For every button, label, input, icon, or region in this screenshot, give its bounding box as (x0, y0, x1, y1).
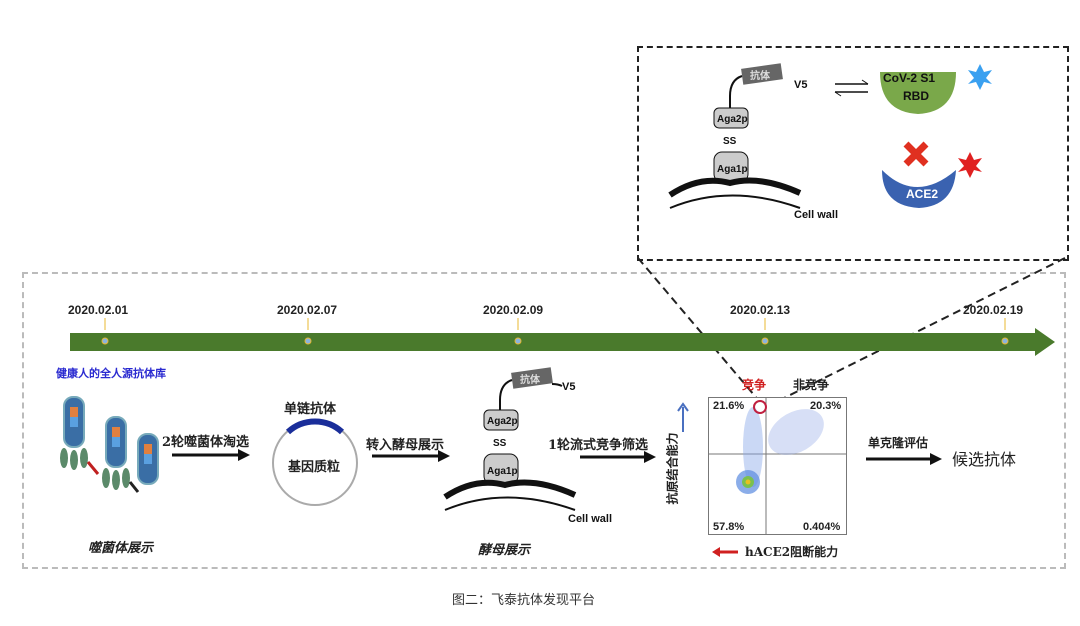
inset-diagram: 抗体 V5 Aga2p SS Aga1p Cell wall CoV-2 S1 … (668, 63, 992, 221)
ss-text: SS (493, 438, 507, 449)
plasmid-label: 基因质粒 (288, 460, 341, 475)
phage-icon (60, 396, 159, 493)
yeast-display-label: 酵母展示 (478, 543, 531, 558)
candidates-label: 候选抗体 (952, 450, 1017, 469)
aga2p-text: Aga2p (717, 114, 748, 125)
quadrant-ll: 57.8% (713, 521, 745, 533)
facs-plot (708, 397, 847, 535)
to-yeast-label: 转入酵母展示 (366, 438, 445, 453)
noncompetitive-label: 非竞争 (793, 378, 830, 392)
date-label: 2020.02.09 (483, 303, 544, 317)
inset-frame (637, 46, 1069, 261)
rbd-text: CoV-2 S1 (883, 71, 935, 85)
yeast-display-diagram: 抗体 V5 Aga2p SS Aga1p Cell wall (443, 367, 612, 525)
process-arrow (372, 450, 450, 462)
facs-screen-label: 1轮流式竞争筛选 (548, 438, 649, 453)
aga1p-text: Aga1p (487, 466, 518, 477)
timeline-markers (101, 318, 1009, 345)
date-label: 2020.02.07 (277, 303, 338, 317)
v5-tag-text: V5 (794, 79, 807, 91)
aga1p-text: Aga1p (717, 164, 748, 175)
v5-tag-text: V5 (562, 381, 575, 393)
date-label: 2020.02.19 (963, 303, 1024, 317)
left-arrow-icon (712, 547, 738, 557)
cell-wall-text: Cell wall (794, 209, 838, 221)
scfv-label: 单链抗体 (284, 402, 337, 417)
phage-display-label: 噬菌体展示 (88, 541, 154, 556)
quadrant-ur: 20.3% (810, 400, 842, 412)
date-label: 2020.02.13 (730, 303, 791, 317)
date-label: 2020.02.01 (68, 303, 129, 317)
mono-eval-label: 单克隆评估 (868, 436, 929, 450)
y-axis-label: 抗原结合能力 (665, 432, 680, 505)
process-arrow (580, 451, 656, 463)
aga2p-text: Aga2p (487, 416, 518, 427)
phage-panning-label: 2轮噬菌体淘选 (162, 435, 250, 450)
cell-wall-text: Cell wall (568, 513, 612, 525)
x-axis-label: hACE2阻断能力 (745, 545, 839, 559)
timeline-arrow (70, 328, 1055, 356)
ss-text: SS (723, 136, 737, 147)
competitive-label: 竞争 (742, 378, 767, 392)
plasmid-icon (272, 418, 358, 506)
process-arrow (866, 453, 942, 465)
main-panel-frame (22, 272, 1066, 569)
rbd-text-2: RBD (903, 89, 929, 103)
quadrant-lr: 0.404% (803, 521, 841, 533)
figure-caption: 图二：飞泰抗体发现平台 (452, 593, 596, 608)
process-arrow (172, 449, 250, 461)
up-arrow-icon (677, 402, 689, 432)
quadrant-ul: 21.6% (713, 400, 745, 412)
antibody-text: 抗体 (520, 373, 541, 386)
ace2-text: ACE2 (906, 187, 938, 201)
antibody-text: 抗体 (750, 69, 771, 82)
library-label: 健康人的全人源抗体库 (56, 367, 166, 380)
